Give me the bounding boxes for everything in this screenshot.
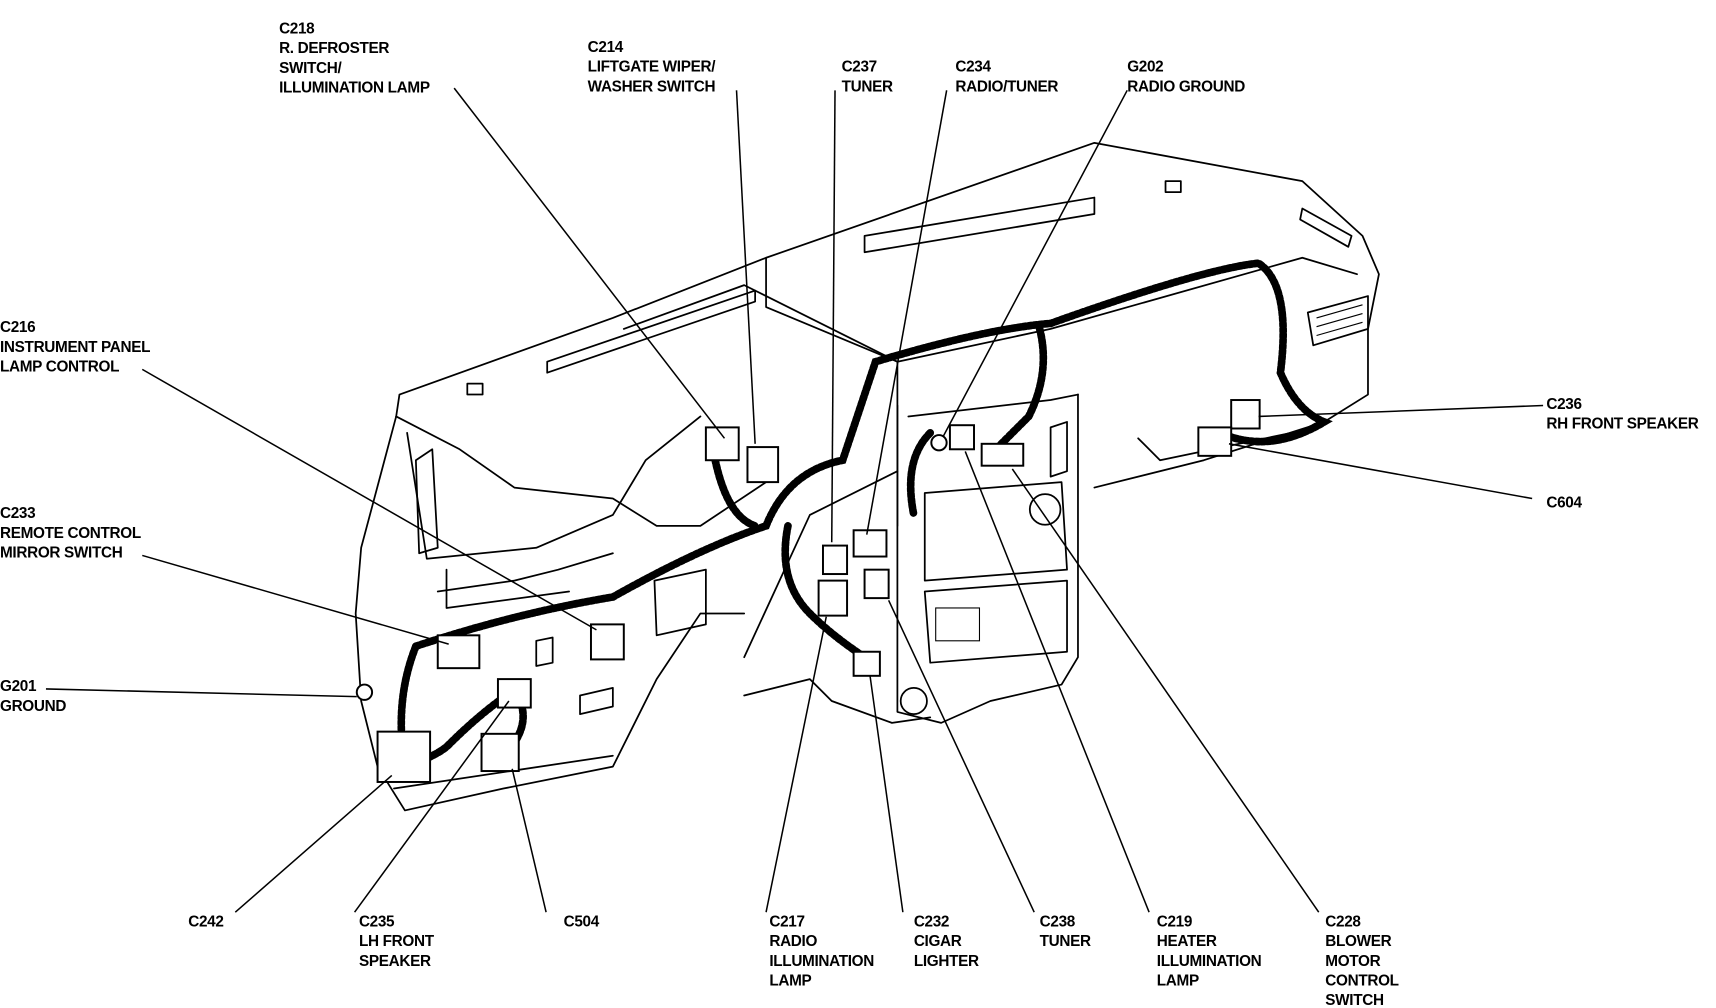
ground-g202 <box>930 434 948 452</box>
connector-c504 <box>480 732 520 773</box>
connector-c218 <box>704 426 740 462</box>
connector-c216 <box>589 623 625 661</box>
connector-c233 <box>436 634 481 670</box>
label-c604: C604 <box>1546 494 1582 511</box>
connector-c242 <box>376 730 432 783</box>
connector-c214 <box>746 446 780 484</box>
connector-c236 <box>1230 399 1261 430</box>
ground-g201 <box>355 683 374 701</box>
leader-lines <box>45 87 1544 913</box>
connector-c238 <box>863 568 890 600</box>
connector-c235 <box>496 678 532 709</box>
connector-c228 <box>980 442 1025 467</box>
connectors <box>355 399 1261 783</box>
connector-c234 <box>852 529 888 558</box>
connector-c232 <box>852 650 881 677</box>
connector-c604 <box>1197 426 1233 457</box>
connector-c219 <box>948 424 975 451</box>
connector-c217 <box>817 579 849 617</box>
connector-c237 <box>821 544 849 576</box>
label-c504: C504 <box>564 913 600 930</box>
label-c242: C242 <box>188 913 223 930</box>
wiring-harness <box>397 259 1333 772</box>
instrument-panel-drawing <box>354 141 1380 812</box>
